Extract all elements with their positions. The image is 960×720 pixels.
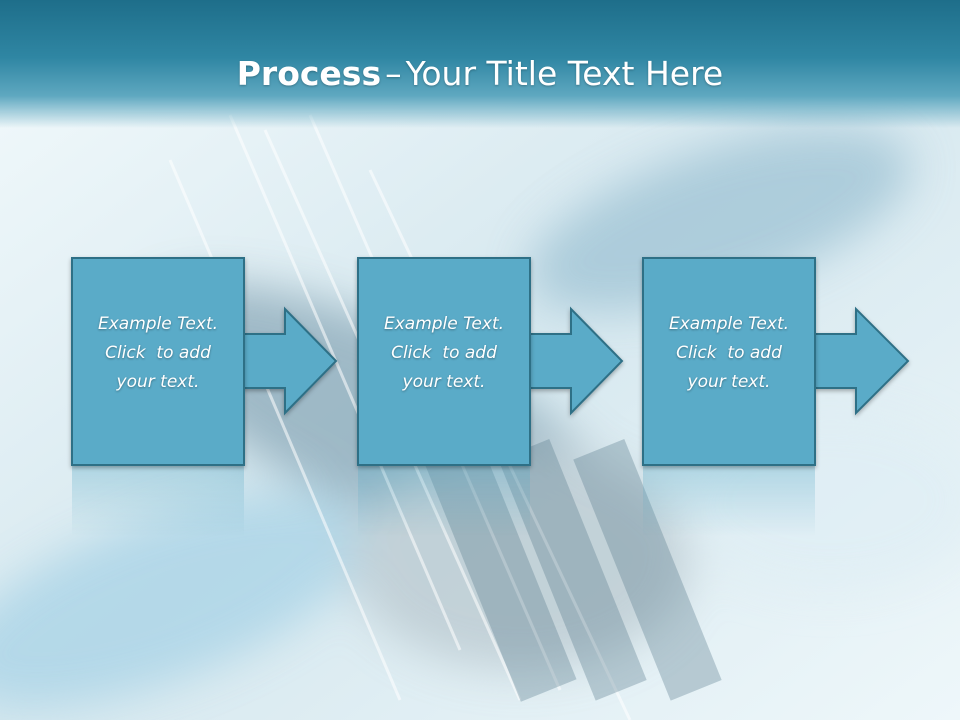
- step-text-line: Example Text.: [97, 314, 219, 334]
- step-text-line: Example Text.: [383, 314, 505, 334]
- step-text-line: Click to add: [676, 343, 782, 363]
- step-text-line: Click to add: [391, 343, 497, 363]
- step-box-3[interactable]: [642, 257, 816, 466]
- step-text-line: your text.: [402, 372, 486, 392]
- title-rest: Your Title Text Here: [405, 54, 724, 93]
- step-arrow-3[interactable]: [814, 306, 910, 416]
- step-arrow-2[interactable]: [529, 306, 624, 416]
- step-arrow-1[interactable]: [243, 306, 338, 416]
- step-text-1[interactable]: Example Text. Click to add your text.: [72, 310, 244, 397]
- step-box-2[interactable]: [357, 257, 531, 466]
- reflections: [72, 466, 815, 536]
- step-box-1[interactable]: [71, 257, 245, 466]
- title-bar: [0, 0, 960, 128]
- step-text-line: your text.: [116, 372, 200, 392]
- step-text-line: Click to add: [105, 343, 211, 363]
- title-bold: Process: [236, 54, 382, 93]
- step-text-line: your text.: [687, 372, 771, 392]
- slide-title[interactable]: Process–Your Title Text Here: [0, 52, 960, 96]
- step-text-line: Example Text.: [668, 314, 790, 334]
- step-text-2[interactable]: Example Text. Click to add your text.: [358, 310, 530, 397]
- step-text-3[interactable]: Example Text. Click to add your text.: [643, 310, 815, 397]
- title-separator: –: [385, 54, 402, 93]
